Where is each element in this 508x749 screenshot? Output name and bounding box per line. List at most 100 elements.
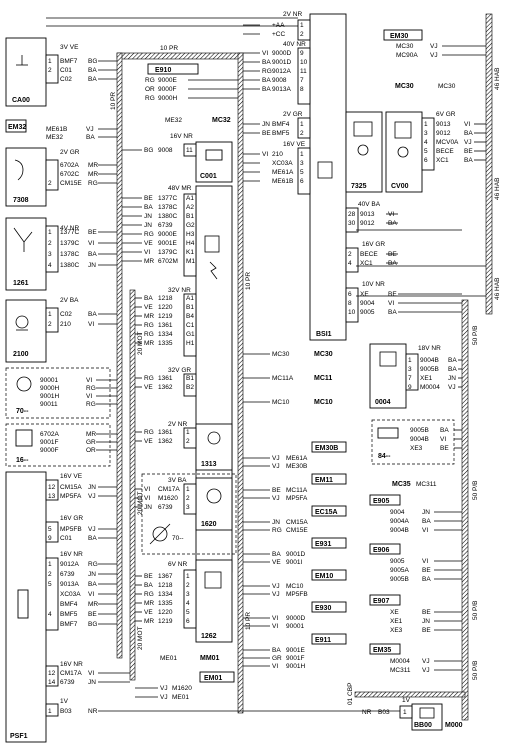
wire-id: 6739: [158, 222, 173, 229]
pin-number: 1: [48, 561, 52, 568]
wire-id: 210: [272, 151, 283, 158]
wire-id: 9008: [158, 147, 173, 154]
pin-number: 7: [300, 77, 304, 84]
wire-colour: BE: [388, 291, 397, 298]
pin-number: 1: [48, 311, 52, 318]
pin-number: 4: [48, 262, 52, 269]
wire-colour: BA: [88, 535, 97, 542]
harness-label-46hab-2: 46 HAB: [494, 178, 501, 200]
wire-id: BMF4: [272, 121, 290, 128]
wire-id: 6739: [158, 504, 173, 511]
pin-number: 8: [348, 300, 352, 307]
bsi-connector-c: 2V GR: [283, 111, 303, 118]
wire-colour: VE: [272, 559, 281, 566]
7325-component: [345, 111, 383, 193]
psf-connector-b: 16V GR: [60, 515, 83, 522]
wire-id: 9004A: [390, 518, 409, 525]
wire-colour: BE: [262, 130, 271, 137]
harness-20mot: [129, 289, 136, 681]
wire-colour: VJ: [272, 455, 280, 462]
wire-colour: BA: [262, 59, 271, 66]
pin-number: 4: [348, 260, 352, 267]
wire-id: CM15E: [286, 527, 308, 534]
pin-number: 3: [186, 591, 190, 598]
wire-colour: BA: [448, 357, 457, 364]
pin-number: 5: [424, 148, 428, 155]
earth-point: MC10: [314, 399, 333, 406]
wire-id: B03: [60, 708, 72, 715]
bb00-connector: 1V: [402, 697, 411, 704]
wire-colour: RG: [144, 231, 154, 238]
display-icon: [353, 121, 373, 137]
harness-label-50pb-4: 50 P/B: [472, 660, 479, 680]
wire-colour: NR: [88, 708, 98, 715]
pin-number: 7: [408, 375, 412, 382]
pin-number: 6: [300, 178, 304, 185]
sensor-7308-icon: [14, 159, 24, 181]
e910-tag-box: [147, 63, 199, 75]
pin-number: B4: [186, 313, 194, 320]
wire-id: 9001H: [286, 663, 305, 670]
pin-number: 1: [300, 151, 304, 158]
wire-colour: BA: [388, 260, 397, 267]
wire-id: 9004B: [420, 357, 439, 364]
wire-colour: VE: [144, 304, 153, 311]
pin-number: K1: [186, 249, 194, 256]
harness-center-vertical: [237, 52, 244, 714]
wire-colour: JN: [88, 571, 96, 578]
wire-id: 9012: [360, 220, 375, 227]
em30-tag-box: [383, 29, 423, 41]
wire-colour: BE: [422, 609, 431, 616]
84-label: 84--: [378, 453, 391, 460]
wire-id: 9000H: [158, 95, 177, 102]
1620-group: [141, 473, 237, 555]
pin-number: 8: [300, 86, 304, 93]
wire-colour: VJ: [86, 126, 94, 133]
wire-id: 9005B: [410, 427, 429, 434]
earth-tag: E911: [315, 637, 331, 644]
pin-number: 3: [424, 130, 428, 137]
harness-right-50pb: [461, 299, 469, 721]
pin-number: 1: [403, 709, 407, 716]
wire-id: 9012A: [60, 561, 79, 568]
wire-colour: VJ: [448, 384, 456, 391]
wire-colour: VJ: [272, 463, 280, 470]
earth-tag: EM11: [315, 477, 333, 484]
wire-colour: RG: [144, 591, 154, 598]
wire-id: CM15A: [286, 519, 308, 526]
wire-colour: MR: [88, 601, 98, 608]
1620-label: 1620: [201, 521, 217, 528]
wire-colour: VI: [422, 558, 428, 565]
wire-id: 9001H: [40, 393, 59, 400]
wire-id: 9000E: [158, 231, 177, 238]
bus-wires: [46, 17, 486, 297]
wire-colour: VJ: [160, 694, 168, 701]
harness-bottom: [354, 691, 466, 698]
wire-id: MC10: [286, 583, 304, 590]
wire-id: 1380C: [60, 262, 79, 269]
wire-colour: BA: [448, 366, 457, 373]
wire-id: 6702M: [158, 258, 178, 265]
2100-connector: 2V BA: [60, 297, 79, 304]
1262-connector: 6V NR: [168, 561, 187, 568]
wire-colour: BA: [88, 76, 97, 83]
mc311-tag: MC311: [416, 481, 437, 488]
wire-id: 9001F: [40, 439, 58, 446]
wire-id: 1378C: [60, 251, 79, 258]
wire-colour: BE: [440, 445, 449, 452]
pin-number: 2: [186, 582, 190, 589]
key-icon: [16, 55, 28, 66]
wire-colour: RG: [144, 375, 154, 382]
wire-id: MC311: [390, 667, 411, 674]
motor-icon: [204, 571, 222, 589]
wire-colour: VJ: [430, 43, 438, 50]
psf-connector-a: 16V VE: [60, 473, 83, 480]
wire-id: C01: [60, 67, 72, 74]
0004-component: [369, 343, 407, 409]
wire-colour: BA: [88, 311, 97, 318]
em01-tag: EM01: [204, 675, 222, 682]
wire-id: 90001: [40, 377, 58, 384]
abs-icon: [16, 376, 32, 392]
16-component: [5, 423, 111, 467]
wire-id: ME61A: [272, 169, 294, 176]
